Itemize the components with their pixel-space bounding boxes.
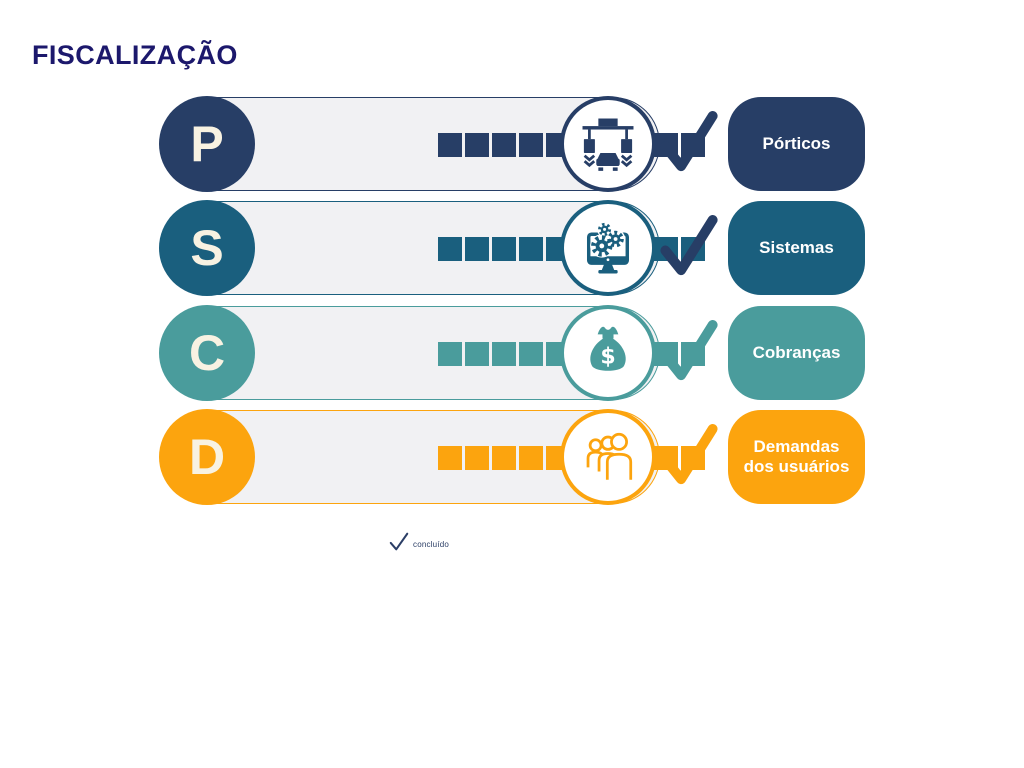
stage-letter: D <box>188 429 226 485</box>
legend-label: concluído <box>413 540 450 549</box>
computer-gears-icon <box>586 221 630 274</box>
stage-letter-badge: P <box>159 96 255 192</box>
stage-letter: P <box>190 116 224 172</box>
progress-square <box>492 342 516 366</box>
progress-square <box>465 446 489 470</box>
check-icon <box>389 532 409 551</box>
check-icon <box>660 423 718 485</box>
process-row-sistemas: S Sistemas <box>0 200 1024 296</box>
process-row-porticos: P Pórticos <box>0 96 1024 192</box>
stage-label: Sistemas <box>728 201 865 295</box>
stage-label-text: Sistemas <box>759 237 834 257</box>
stage-icon-circle <box>560 96 656 192</box>
stage-icon-circle <box>560 409 656 505</box>
stage-letter: C <box>188 325 226 381</box>
progress-square <box>438 237 462 261</box>
page-title: FISCALIZAÇÃO <box>32 40 238 70</box>
stage-label-text: Demandas dos usuários <box>743 436 850 476</box>
progress-square <box>519 237 543 261</box>
users-group-icon <box>586 432 633 480</box>
progress-square <box>519 342 543 366</box>
progress-square <box>438 446 462 470</box>
progress-square <box>438 133 462 157</box>
check-icon <box>660 110 718 172</box>
progress-square <box>465 237 489 261</box>
money-bag-icon: $ <box>590 326 626 371</box>
process-row-cobrancas: $ C Cobranças <box>0 305 1024 401</box>
progress-square <box>465 133 489 157</box>
progress-square <box>519 446 543 470</box>
progress-square <box>492 446 516 470</box>
progress-square <box>492 133 516 157</box>
stage-label: Pórticos <box>728 97 865 191</box>
stage-letter-badge: S <box>159 200 255 296</box>
progress-square <box>438 342 462 366</box>
legend: concluído <box>388 531 449 553</box>
process-row-demandas: D Demandas dos usuários <box>0 409 1024 505</box>
stage-letter: S <box>190 220 224 276</box>
progress-square <box>492 237 516 261</box>
stage-icon-circle: $ <box>560 305 656 401</box>
stage-label: Cobranças <box>728 306 865 400</box>
progress-square <box>465 342 489 366</box>
progress-square <box>519 133 543 157</box>
stage-letter-badge: D <box>159 409 255 505</box>
check-icon <box>660 319 718 381</box>
stage-label: Demandas dos usuários <box>728 410 865 504</box>
stage-icon-circle <box>560 200 656 296</box>
stage-label-text: Cobranças <box>752 342 841 362</box>
stage-label-text: Pórticos <box>762 133 831 153</box>
toll-gantry-icon <box>582 118 634 171</box>
stage-letter-badge: C <box>159 305 255 401</box>
svg-text:$: $ <box>600 344 615 369</box>
check-icon <box>660 214 718 276</box>
